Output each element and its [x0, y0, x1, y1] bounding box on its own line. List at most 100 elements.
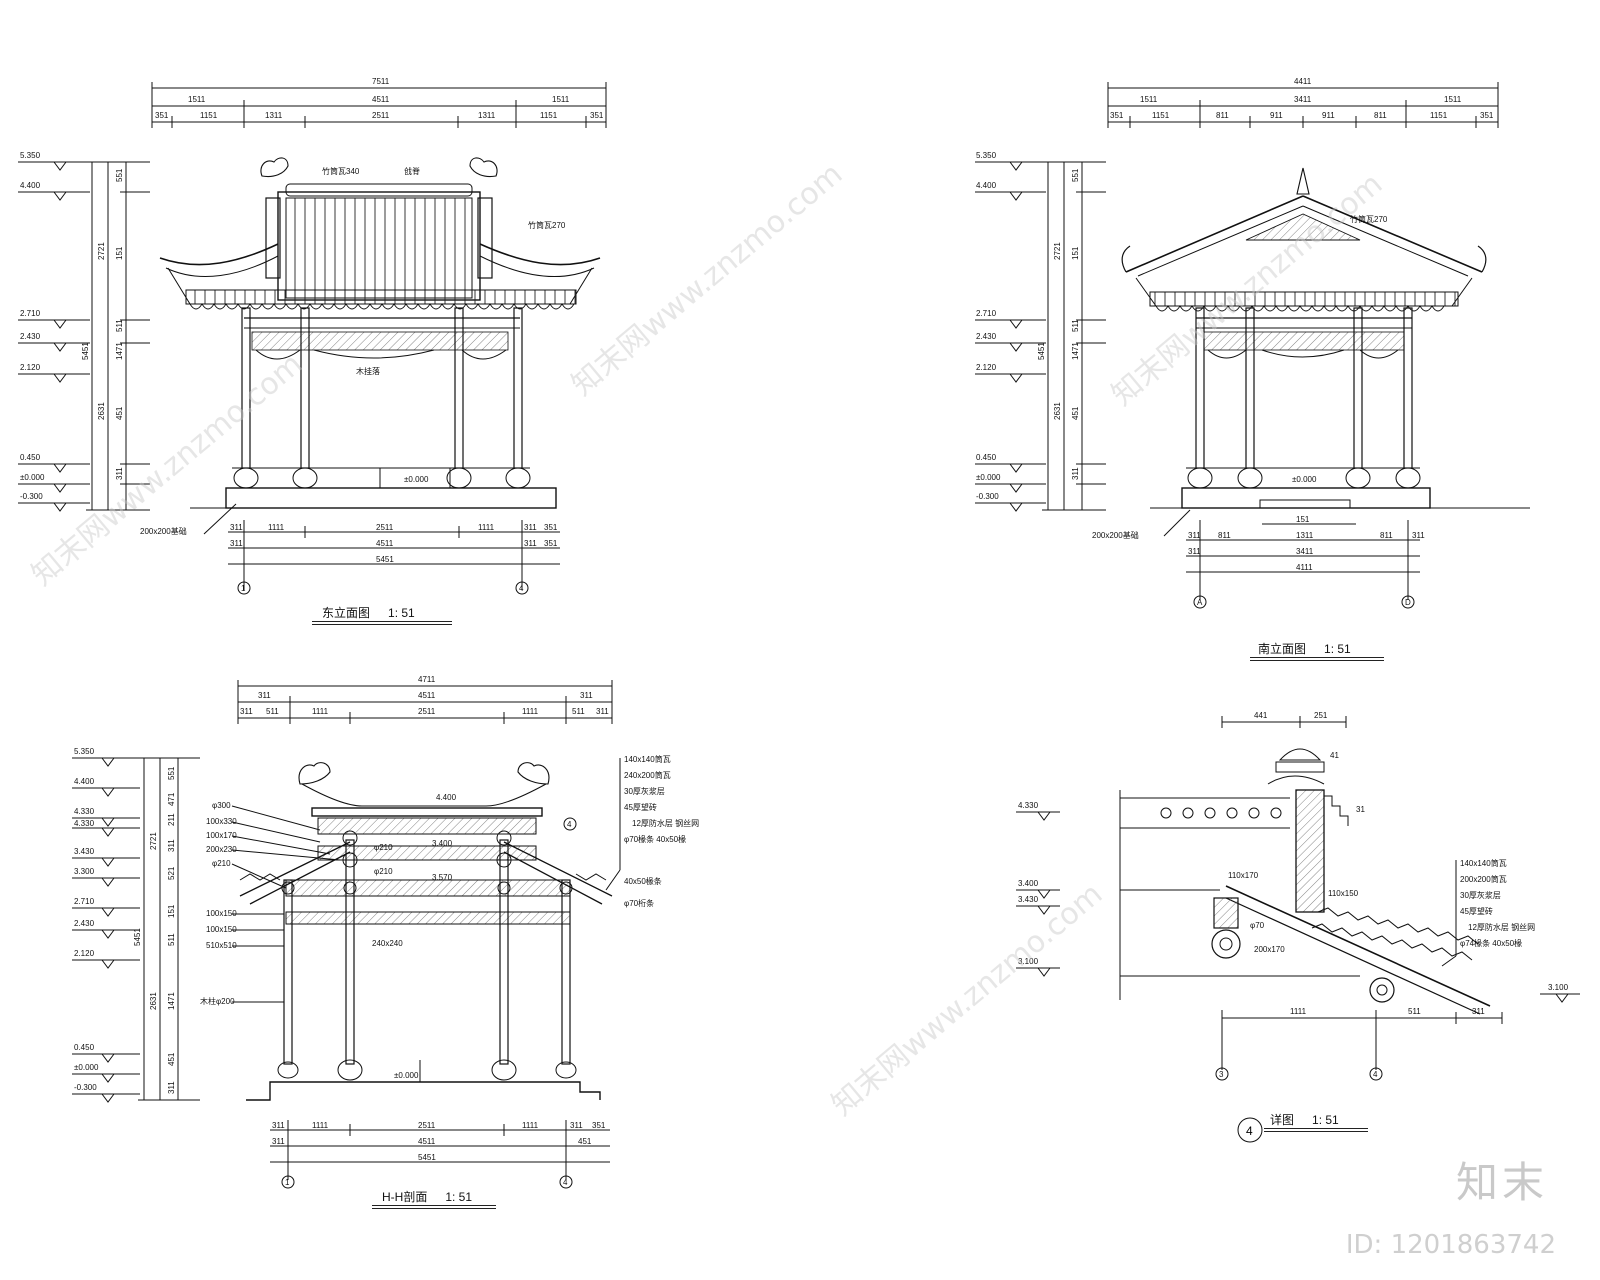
south-bottom-dim-4: 811 [1380, 531, 1393, 540]
section-floor-level: ±0.000 [394, 1071, 419, 1080]
section-vdim-11: 451 [167, 1052, 176, 1066]
south-top-dim-0: 4411 [1294, 77, 1312, 86]
south-bottom-dim-0: 151 [1296, 515, 1310, 524]
east-note-1: 戗脊 [404, 166, 420, 176]
section-vdim-10: 2631 [149, 992, 158, 1010]
south-top-dim-9: 811 [1374, 111, 1387, 120]
section-axis-4: 4 [563, 1178, 568, 1187]
south-vdim-7: 451 [1071, 406, 1080, 420]
detail-right-note-4: 12厚防水层 钢丝网 [1468, 922, 1535, 932]
detail-bottom-dim-2: 311 [1472, 1007, 1485, 1016]
section-vdim-7: 511 [167, 933, 176, 946]
detail-right-note-0: 140x140筒瓦 [1460, 858, 1507, 868]
east-note-0: 竹筒瓦340 [322, 166, 360, 176]
south-level-3: 2.430 [976, 332, 997, 341]
detail-right-note-3: 45厚望砖 [1460, 906, 1493, 916]
east-vdim-8: 311 [115, 467, 124, 480]
section-bottom-dim-6: 311 [272, 1137, 285, 1146]
east-top-dim-1: 1511 [188, 95, 206, 104]
section-left-note-0: φ300 [212, 801, 231, 810]
south-vdim-5: 5451 [1037, 342, 1046, 360]
section-level-8: 2.120 [74, 949, 95, 958]
section-right-note-5: φ70椽条 40x50椽 [624, 834, 686, 844]
section-top-dim-8: 1111 [522, 707, 539, 716]
section-right-note-7: φ70桁条 [624, 898, 654, 908]
east-vdim-4: 1471 [115, 342, 124, 360]
south-top-dim-11: 351 [1480, 111, 1494, 120]
section-bottom-dim-7: 4511 [418, 1137, 436, 1146]
section-vdim-12: 311 [167, 1081, 176, 1094]
brand-logo: 知末 [1455, 1158, 1548, 1207]
section-level-3: 4.330 [74, 819, 95, 828]
east-level-6: ±0.000 [20, 473, 45, 482]
section-inner-note-3: φ210 [374, 867, 393, 876]
detail-number: 4 [1246, 1124, 1253, 1138]
east-vdim-1: 2721 [97, 242, 106, 260]
detail-bottom-dim-0: 1111 [1290, 1007, 1307, 1016]
east-caption-underline [312, 621, 452, 625]
detail-top-dim-1: 251 [1314, 711, 1328, 720]
south-top-dim-10: 1151 [1430, 111, 1448, 120]
section-left-note-5: 100x150 [206, 909, 237, 918]
east-top-dim-3: 1511 [552, 95, 570, 104]
east-level-4: 2.120 [20, 363, 41, 372]
east-top-dim-0: 7511 [372, 77, 390, 86]
south-vdim-4: 1471 [1071, 342, 1080, 360]
detail-top-dim-0: 441 [1254, 711, 1268, 720]
east-bottom-dim-2: 2511 [376, 523, 394, 532]
south-level-2: 2.710 [976, 309, 997, 318]
detail-4 [1016, 716, 1580, 1081]
section-bottom-dim-9: 5451 [418, 1153, 436, 1162]
south-note-1: 200x200基础 [1092, 530, 1139, 540]
level-marks-south [975, 161, 1046, 512]
south-top-dim-1: 1511 [1140, 95, 1158, 104]
east-bottom-dim-3: 1111 [478, 523, 495, 532]
section-right-note-4: 12厚防水层 钢丝网 [632, 818, 699, 828]
section-bottom-dim-8: 451 [578, 1137, 592, 1146]
south-level-6: ±0.000 [976, 473, 1001, 482]
section-right-note-3: 45厚望砖 [624, 802, 657, 812]
east-top-dim-7: 2511 [372, 111, 390, 120]
detail-note-1: 110x150 [1328, 889, 1359, 898]
section-inner-note-2: φ210 [374, 843, 393, 852]
south-vdim-0: 551 [1071, 168, 1080, 182]
detail-axis-4: 4 [1373, 1070, 1378, 1079]
level-marks [18, 161, 90, 512]
east-bottom-dim-0: 311 [230, 523, 243, 532]
detail-small-dim-1: 31 [1356, 805, 1365, 814]
east-bottom-dim-7: 4511 [376, 539, 394, 548]
south-floor-level: ±0.000 [1292, 475, 1317, 484]
east-note-4: 200x200基础 [140, 526, 187, 536]
east-vdim-2: 151 [115, 246, 124, 260]
east-note-3: 木挂落 [356, 366, 380, 376]
section-level-1: 4.400 [74, 777, 95, 786]
section-top-dim-7: 2511 [418, 707, 436, 716]
section-caption-underline [372, 1205, 496, 1209]
south-vdim-1: 2721 [1053, 242, 1062, 260]
south-axis-a: A [1197, 598, 1203, 607]
section-level-7: 2.430 [74, 919, 95, 928]
east-top-dim-6: 1311 [265, 111, 283, 120]
level-marks-section [72, 757, 140, 1103]
detail-level-1: 3.400 [1018, 879, 1039, 888]
south-top-dim-4: 351 [1110, 111, 1124, 120]
detail-level-0: 4.330 [1018, 801, 1039, 810]
section-vdim-8: 5451 [133, 928, 142, 946]
detail-axis-3: 3 [1219, 1070, 1224, 1079]
south-top-dim-5: 1151 [1152, 111, 1170, 120]
south-vdim-3: 511 [1071, 319, 1080, 332]
south-bottom-dim-6: 3411 [1296, 547, 1314, 556]
section-caption-scale: 1: 51 [445, 1190, 473, 1204]
south-caption-title: 南立面图 [1258, 642, 1307, 656]
detail-number-circle [1237, 1117, 1263, 1143]
south-level-0: 5.350 [976, 151, 997, 160]
detail-level-4: 3.100 [1548, 983, 1569, 992]
east-level-2: 2.710 [20, 309, 41, 318]
east-top-dim-2: 4511 [372, 95, 390, 104]
section-bottom-dim-4: 311 [570, 1121, 583, 1130]
south-vdim-2: 151 [1071, 246, 1080, 260]
section-inner-note-4: 3.570 [432, 873, 453, 882]
